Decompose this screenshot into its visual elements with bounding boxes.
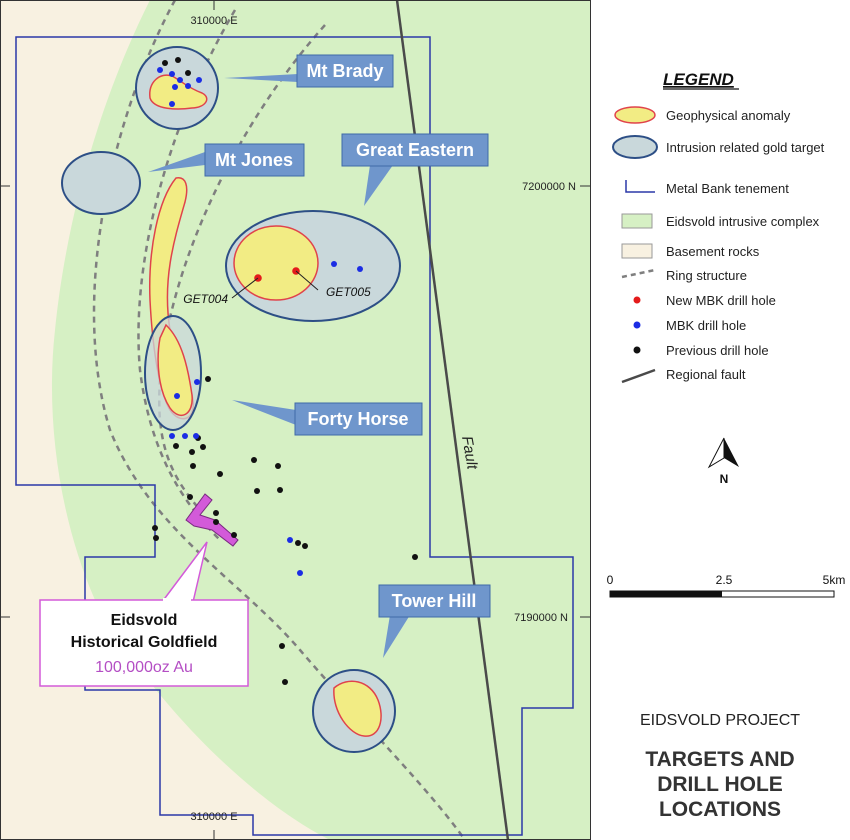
project-name: EIDSVOLD PROJECT — [640, 712, 800, 729]
legend-label: Ring structure — [666, 268, 747, 283]
callout-forty-horse-label: Forty Horse — [307, 409, 408, 429]
legend-symbol-red-dot — [633, 296, 641, 304]
goldfield-amount: 100,000oz Au — [95, 659, 193, 676]
callout-great-eastern: Great Eastern — [341, 133, 489, 206]
callout-tower-hill: Tower Hill — [378, 584, 491, 658]
legend-symbol-blue-ellipse — [612, 135, 658, 159]
legend-symbol-dashed-line — [621, 268, 656, 279]
previous-drill-holes — [152, 57, 418, 685]
map-title-line3: LOCATIONS — [659, 798, 781, 821]
label-get004: GET004 — [183, 292, 228, 306]
north-arrow-label: N — [720, 472, 729, 486]
map-title-line1: TARGETS AND — [645, 748, 794, 771]
scale-label-0: 0 — [607, 573, 614, 587]
legend-item-intrusive-complex: Eidsvold intrusive complex — [621, 213, 820, 229]
legend-label: Basement rocks — [666, 244, 760, 259]
legend-item-regional-fault: Regional fault — [621, 367, 746, 384]
legend-item-ring-structure: Ring structure — [621, 268, 747, 283]
legend-label: MBK drill hole — [666, 318, 746, 333]
legend-label: Geophysical anomaly — [666, 108, 791, 123]
callout-mt-jones: Mt Jones — [148, 143, 305, 177]
callout-mt-jones-label: Mt Jones — [215, 150, 293, 170]
legend-symbol-blue-bracket — [625, 180, 655, 193]
legend-item-new-mbk-hole: New MBK drill hole — [633, 293, 776, 308]
metal-bank-tenement — [15, 36, 574, 836]
callout-tower-hill-label: Tower Hill — [392, 591, 477, 611]
callout-great-eastern-label: Great Eastern — [356, 140, 474, 160]
grid-easting-top: 310000 E — [190, 15, 237, 27]
map-title-line2: DRILL HOLE — [657, 773, 783, 796]
legend-symbol-black-dot — [633, 346, 641, 354]
callout-mt-brady-label: Mt Brady — [306, 61, 383, 81]
scale-bar: 0 2.5 5km — [607, 573, 846, 598]
map-frame: Fault — [0, 0, 590, 840]
mbk-drill-holes — [157, 67, 363, 576]
legend-item-basement-rocks: Basement rocks — [621, 243, 760, 259]
goldfield-name-line2: Historical Goldfield — [71, 634, 218, 651]
legend-title: LEGEND — [663, 70, 734, 89]
legend-symbol-solid-line — [621, 368, 656, 384]
callout-mt-brady: Mt Brady — [224, 54, 394, 88]
fault-label: Fault — [458, 435, 481, 472]
scale-label-5km: 5km — [823, 573, 846, 587]
grid-northing-upper: 7200000 N — [522, 181, 576, 193]
label-get005: GET005 — [326, 285, 371, 299]
target-forty-horse — [144, 315, 202, 431]
intrusive-complex-east — [455, 476, 590, 840]
callout-goldfield: Eidsvold Historical Goldfield 100,000oz … — [39, 541, 249, 687]
legend-label: New MBK drill hole — [666, 293, 776, 308]
grid-northing-lower: 7190000 N — [514, 612, 568, 624]
legend-item-geophysical-anomaly: Geophysical anomaly — [614, 106, 791, 124]
legend-symbol-green-box — [621, 213, 653, 229]
callout-forty-horse: Forty Horse — [232, 400, 423, 436]
legend: LEGEND Geophysical anomaly Intrusion rel… — [612, 70, 825, 384]
legend-symbol-beige-box — [621, 243, 653, 259]
legend-symbol-yellow-ellipse — [614, 106, 656, 124]
target-great-eastern — [225, 210, 401, 322]
scale-label-2-5: 2.5 — [716, 573, 733, 587]
target-mt-jones — [61, 151, 141, 215]
legend-label: Previous drill hole — [666, 343, 769, 358]
target-tower-hill — [312, 669, 396, 753]
legend-item-previous-hole: Previous drill hole — [633, 343, 769, 358]
legend-item-intrusion-target: Intrusion related gold target — [612, 135, 825, 159]
north-arrow-icon: N — [707, 437, 739, 486]
title-block: EIDSVOLD PROJECT TARGETS AND DRILL HOLE … — [640, 712, 800, 821]
legend-label: Regional fault — [666, 367, 746, 382]
legend-label: Eidsvold intrusive complex — [666, 214, 820, 229]
legend-label: Intrusion related gold target — [666, 140, 825, 155]
goldfield-name-line1: Eidsvold — [111, 612, 178, 629]
legend-item-tenement: Metal Bank tenement — [625, 180, 789, 196]
legend-symbol-blue-dot — [633, 321, 641, 329]
goldfield-workings — [185, 493, 239, 547]
legend-label: Metal Bank tenement — [666, 181, 789, 196]
grid-easting-bottom: 310000 E — [190, 811, 237, 823]
legend-item-mbk-hole: MBK drill hole — [633, 318, 746, 333]
